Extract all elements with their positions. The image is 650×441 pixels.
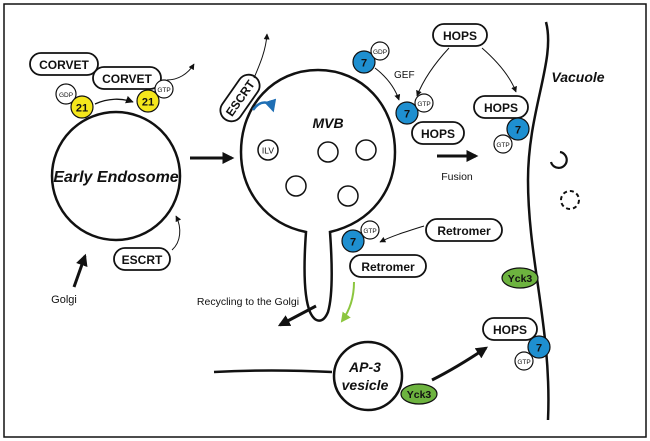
hops-vacuole-box — [473, 95, 529, 119]
recycling-green-arrow — [340, 281, 355, 323]
rab7-mvb-label: 7 — [404, 109, 410, 121]
ilv — [337, 185, 359, 207]
retromer-free-label: Retromer — [437, 224, 491, 238]
gef-label: GEF — [394, 70, 415, 81]
recycling-to-golgi-arrow — [277, 304, 317, 327]
rab7-bottom-circle — [527, 335, 551, 359]
escrt-mvb: ESCRT — [219, 73, 261, 123]
fusion-label: Fusion — [441, 171, 473, 183]
early-endosome-label: Early Endosome — [53, 169, 178, 186]
recycling-label: Recycling to the Golgi — [197, 296, 299, 308]
ilv — [355, 139, 377, 161]
rab21-gtp-label: 21 — [142, 97, 154, 109]
gtp-retromer-label: GTP — [363, 228, 376, 235]
retromer-bound-label: Retromer — [361, 260, 415, 274]
hops-bottom-label: HOPS — [493, 323, 527, 337]
gdp-ee-label: GDP — [59, 92, 73, 99]
mvb-label: MVB — [312, 115, 343, 131]
rab21-gdp-circle — [70, 95, 94, 119]
golgi-to-ee-arrow — [72, 253, 88, 288]
rab7-vacuole-circle — [506, 117, 530, 141]
yck3-vesicle-label: Yck3 — [407, 389, 432, 401]
hops-vacuole-label: HOPS — [484, 101, 518, 115]
golgi-label: Golgi — [51, 294, 77, 306]
vacuole-label: Vacuole — [551, 69, 604, 85]
escrt-blue-arrow — [251, 98, 277, 113]
rab7-vacuole-label: 7 — [515, 125, 521, 137]
gdp-mvb-circle — [370, 41, 390, 61]
hops-mvb-box — [411, 121, 465, 145]
gtp-vacuole-label: GTP — [496, 142, 509, 149]
gtp-mvb-circle — [414, 93, 434, 113]
gdp-mvb-label: GDP — [373, 49, 387, 56]
ilv-label: ILV — [262, 146, 274, 156]
rab7-gdp-label: 7 — [361, 58, 367, 70]
vacuole-vesicle-dashed — [560, 190, 580, 210]
corvet-label-1: CORVET — [39, 58, 89, 72]
rab21-activation-arrow — [94, 95, 134, 105]
yck3-vesicle — [400, 383, 438, 405]
ap3-label-line2: vesicle — [342, 377, 389, 393]
vacuole-vesicle-open — [549, 150, 568, 169]
ap3-to-vacuole-arrow — [431, 346, 488, 382]
hops-to-vacuole-arrow — [481, 47, 517, 93]
mvb-body — [239, 68, 397, 322]
corvet-box-2 — [92, 66, 162, 90]
rab7-retromer-label: 7 — [350, 237, 356, 249]
gtp-ee-label: GTP — [157, 87, 170, 94]
escrt-release-arrow — [253, 33, 270, 79]
hops-mvb-label: HOPS — [421, 127, 455, 141]
escrt-ee-arrow — [171, 215, 182, 251]
ilv-labeled — [257, 139, 279, 161]
gtp-bottom-label: GTP — [517, 359, 530, 366]
rab21-gtp-circle — [136, 89, 160, 113]
retromer-recruit-arrow — [379, 225, 425, 243]
corvet-release-arrow — [166, 63, 195, 81]
gef-arrow — [374, 67, 401, 101]
yck3-vacuole-label: Yck3 — [508, 273, 533, 285]
hops-top-label: HOPS — [443, 29, 477, 43]
gdp-ee-circle — [55, 83, 77, 105]
rab7-mvb-circle — [395, 101, 419, 125]
gtp-ee-circle — [154, 79, 174, 99]
rab7-gdp-circle — [352, 50, 376, 74]
ap3-vesicle — [332, 340, 404, 412]
rab21-gdp-label: 21 — [76, 103, 88, 115]
escrt-ee-box — [113, 247, 171, 271]
corvet-label-2: CORVET — [102, 72, 152, 86]
ap3-incoming-line — [213, 369, 333, 374]
gtp-retromer-circle — [360, 220, 380, 240]
hops-to-mvb-arrow — [416, 47, 450, 97]
gtp-vacuole-circle — [493, 134, 513, 154]
rab7-retromer-circle — [341, 229, 365, 253]
hops-top-box — [432, 23, 488, 47]
hops-bottom-box — [482, 317, 538, 341]
gtp-mvb-label: GTP — [417, 101, 430, 108]
retromer-bound-box — [349, 254, 427, 278]
retromer-free-box — [425, 218, 503, 242]
diagram-border — [3, 3, 647, 438]
corvet-box-1 — [29, 52, 99, 76]
ap3-label-line1: AP-3 — [348, 359, 381, 375]
gtp-bottom-circle — [514, 351, 534, 371]
ilv — [317, 141, 339, 163]
early-endosome — [50, 110, 182, 242]
yck3-vacuole — [501, 267, 539, 289]
rab7-bottom-label: 7 — [536, 343, 542, 355]
ilv — [285, 175, 307, 197]
escrt-ee-label: ESCRT — [122, 253, 163, 267]
